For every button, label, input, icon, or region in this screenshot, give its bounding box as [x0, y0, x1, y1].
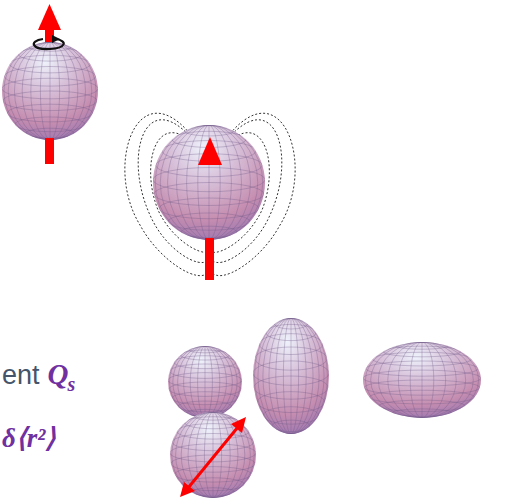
spin-nucleus: [2, 4, 98, 164]
quadrupole-symbol: Q: [48, 360, 69, 389]
magnetic-dipole-nucleus: [125, 113, 295, 280]
charge-radius-symbol: δ⟨r²⟩: [2, 425, 56, 452]
charge-radius-sphere: [170, 412, 256, 498]
quadrupole-label-text: ent: [2, 362, 40, 389]
quadrupole-subscript: s: [68, 374, 76, 394]
